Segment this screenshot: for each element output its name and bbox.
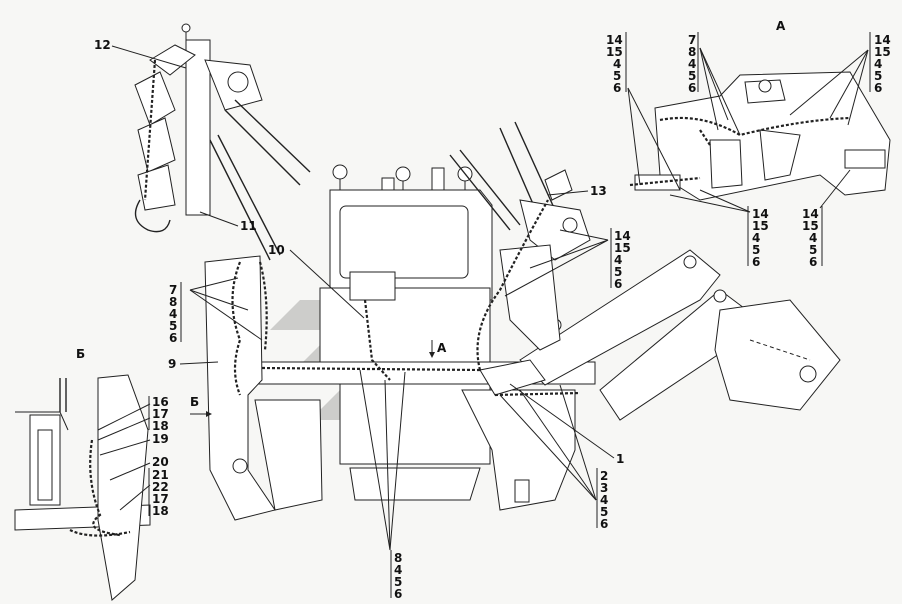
stack-item: 18 [152,504,169,518]
stack-item: 4 [614,253,622,267]
stack-item: 15 [802,219,819,233]
crane-hook-assembly [111,23,311,261]
stack-item: 3 [600,481,608,495]
stack-item: 14 [874,33,891,47]
stack-item: 16 [152,395,169,409]
stack-item: 19 [152,432,169,446]
leader-lines [189,229,609,551]
stack-item: 2 [600,469,608,483]
stack-item: 4 [613,57,621,71]
stack-item: 14 [752,207,769,221]
stack-bottom-center: 8 4 5 6 [390,550,402,601]
stack-item: 6 [613,81,621,95]
stack-item: 6 [688,81,696,95]
stack-item: 8 [169,295,177,309]
stack-item: 6 [614,277,622,291]
arrow-b-label: Б [190,395,199,409]
stack-item: 6 [874,81,882,95]
stack-top-left-a: 14 15 4 5 6 [606,32,627,95]
stack-item: 5 [613,69,621,83]
stack-item: 6 [600,517,608,531]
stack-item: 21 [152,468,169,482]
stack-item: 14 [606,33,623,47]
stack-item: 6 [169,331,177,345]
stack-item: 6 [394,587,402,601]
stack-cab-right: 14 15 4 5 6 [610,228,631,291]
view-a-title: А [776,19,786,33]
stack-b-view: 16 17 18 19 20 21 22 17 18 [148,395,169,518]
stack-item: 6 [809,255,817,269]
stack-bottom-mid-a: 14 15 4 5 6 [747,206,769,269]
stack-item: 15 [874,45,891,59]
stack-item: 14 [802,207,819,221]
stack-bottom-right-a: 14 15 4 5 6 [802,206,823,269]
stack-item: 5 [600,505,608,519]
stack-item: 7 [169,283,177,297]
callout-10: 10 [268,243,285,257]
stack-item: 20 [152,455,169,469]
stack-item: 5 [614,265,622,279]
stack-item: 15 [614,241,631,255]
callout-12: 12 [94,38,111,52]
stack-item: 5 [874,69,882,83]
callout-11: 11 [240,219,257,233]
stack-item: 4 [688,57,696,71]
stack-item: 8 [394,551,402,565]
stack-item: 15 [606,45,623,59]
stack-item: 15 [752,219,769,233]
stack-item: 5 [809,243,817,257]
view-b-detail [14,374,151,601]
view-a-detail [627,47,891,213]
stack-item: 4 [874,57,882,71]
view-b-title: Б [76,347,85,361]
stack-item: 4 [169,307,177,321]
machine-body [204,121,841,521]
stack-top-mid-a: 7 8 4 5 6 [688,32,699,95]
stack-right-low: 2 3 4 5 6 [596,468,608,531]
stack-item: 14 [614,229,631,243]
stack-item: 4 [600,493,608,507]
stack-item: 17 [152,492,169,506]
stack-item: 4 [752,231,760,245]
stack-item: 5 [394,575,402,589]
callout-13: 13 [590,184,607,198]
stack-item: 18 [152,419,169,433]
stack-item: 4 [394,563,402,577]
stack-item: 6 [752,255,760,269]
callout-1: 1 [616,452,624,466]
stack-item: 8 [688,45,696,59]
stack-item: 5 [752,243,760,257]
stack-top-right-a: 14 15 4 5 6 [869,32,891,95]
stack-item: 22 [152,480,169,494]
stack-item: 4 [809,231,817,245]
stack-left-mid: 7 8 4 5 6 [169,282,182,345]
stack-item: 7 [688,33,696,47]
stack-item: 5 [688,69,696,83]
stack-item: 5 [169,319,177,333]
callout-9: 9 [168,357,176,371]
stack-item: 17 [152,407,169,421]
arrow-a-label: А [437,341,447,355]
